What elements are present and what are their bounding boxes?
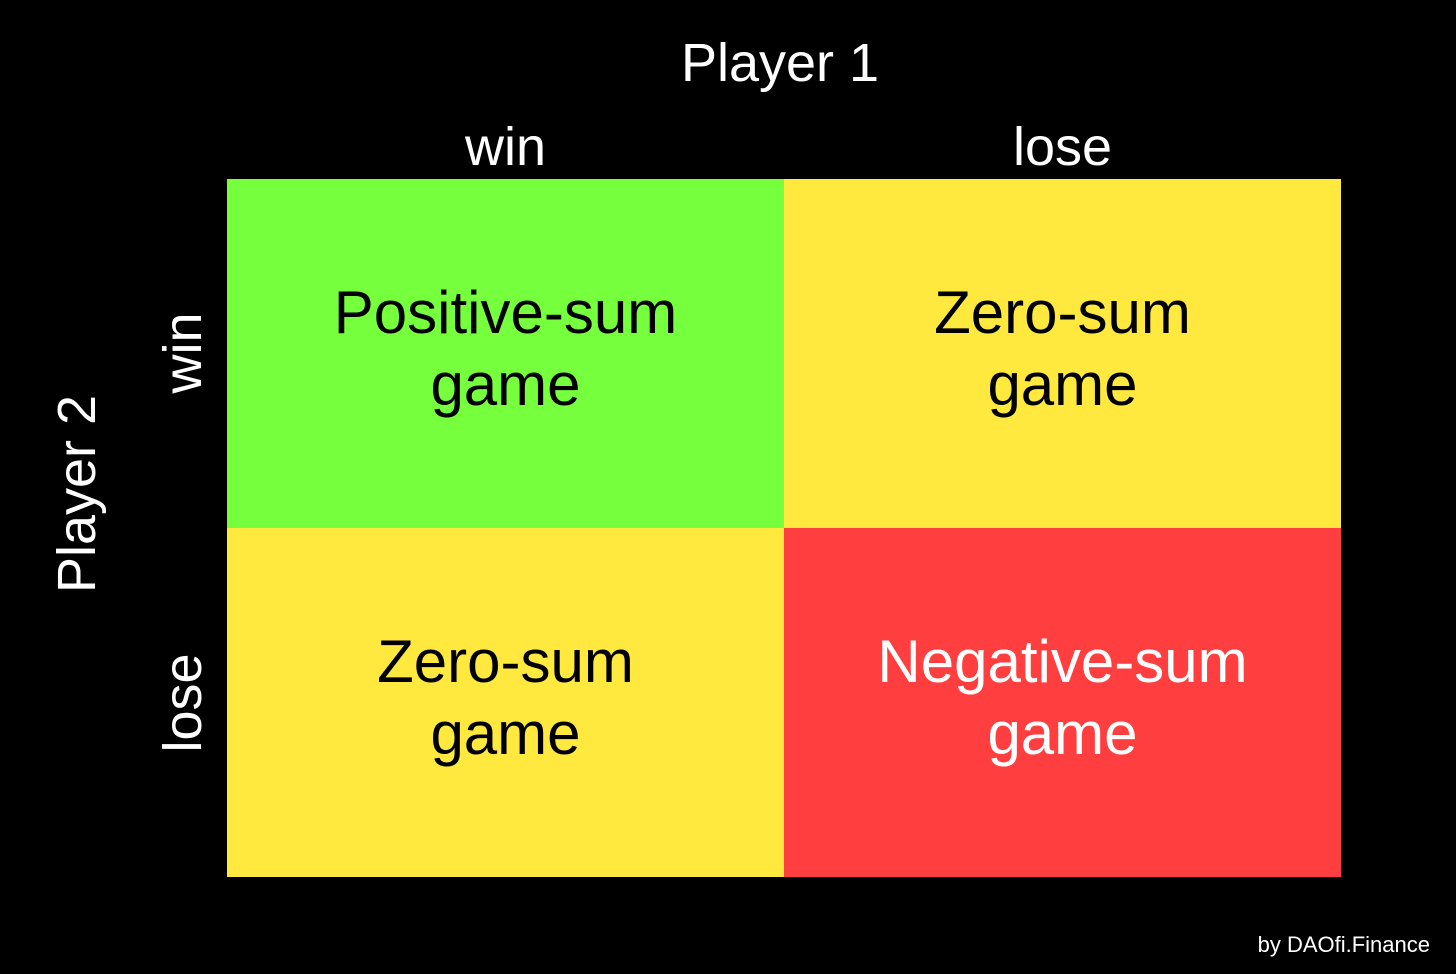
player2-title: Player 2 [47, 394, 107, 594]
cell-p1win-p2lose: Zero-sum game [227, 528, 784, 877]
cell-text: Positive-sum game [334, 277, 677, 421]
cell-text: Zero-sum game [377, 626, 634, 770]
payoff-matrix: Positive-sum game Zero-sum game Zero-sum… [227, 179, 1341, 877]
player1-title: Player 1 [680, 33, 880, 93]
cell-line2: game [430, 350, 581, 418]
cell-line1: Zero-sum [934, 278, 1191, 346]
column-label-win: win [464, 117, 547, 177]
cell-lose-lose: Negative-sum game [784, 528, 1341, 877]
credit-text: by DAOfi.Finance [1257, 932, 1430, 957]
cell-text: Negative-sum game [877, 626, 1247, 770]
row-label-lose: lose [153, 653, 213, 753]
row-label-win: win [153, 312, 213, 394]
cell-win-win: Positive-sum game [227, 179, 784, 528]
column-label-lose: lose [1012, 117, 1113, 177]
cell-line1: Negative-sum [877, 627, 1248, 695]
cell-line2: game [987, 699, 1138, 767]
cell-line2: game [987, 350, 1138, 418]
cell-line1: Positive-sum [333, 278, 678, 346]
cell-line1: Zero-sum [377, 627, 634, 695]
cell-text: Zero-sum game [934, 277, 1191, 421]
cell-p1lose-p2win: Zero-sum game [784, 179, 1341, 528]
cell-line2: game [430, 699, 581, 767]
